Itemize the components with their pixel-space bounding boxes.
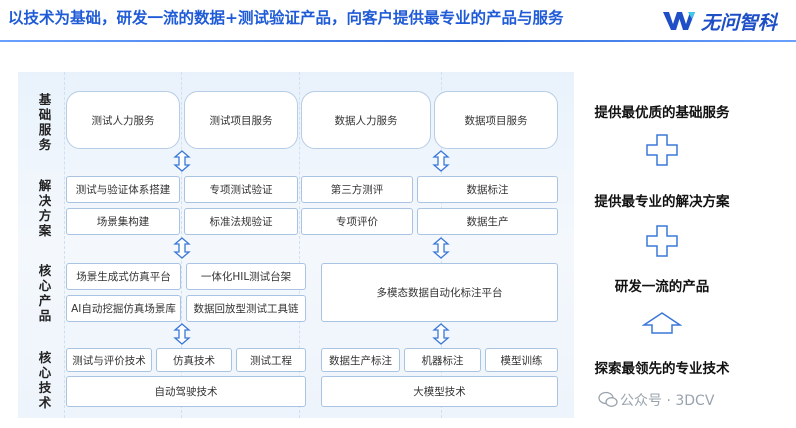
service-box: 测试人力服务 bbox=[66, 91, 180, 149]
solution-box: 场景集构建 bbox=[66, 208, 180, 235]
product-box: 一体化HIL测试台架 bbox=[186, 263, 306, 290]
plus-icon bbox=[646, 225, 678, 257]
solution-box: 标准法规验证 bbox=[184, 208, 298, 235]
solution-box: 测试与验证体系搭建 bbox=[66, 176, 180, 203]
tech-box-main: 自动驾驶技术 bbox=[66, 376, 306, 407]
tech-box-main: 大模型技术 bbox=[321, 376, 558, 407]
row-label-core-products: 核心产品 bbox=[38, 263, 52, 323]
value-statement: 提供最专业的解决方案 bbox=[594, 194, 730, 210]
product-box: 场景生成式仿真平台 bbox=[66, 263, 181, 290]
double-arrow-icon bbox=[432, 323, 450, 345]
row-label-basic-services: 基础服务 bbox=[38, 92, 52, 152]
solution-box: 第三方测评 bbox=[301, 176, 413, 203]
value-statement: 提供最优质的基础服务 bbox=[594, 105, 730, 121]
row-label-core-tech: 核心技术 bbox=[38, 350, 52, 410]
service-box: 数据人力服务 bbox=[301, 91, 431, 149]
page-title: 以技术为基础，研发一流的数据+测试验证产品，向客户提供最专业的产品与服务 bbox=[8, 9, 564, 27]
row-label-solutions: 解决方案 bbox=[38, 178, 52, 238]
solution-box: 数据标注 bbox=[417, 176, 558, 203]
tech-box: 模型训练 bbox=[485, 348, 558, 372]
plus-icon bbox=[646, 134, 678, 166]
service-box: 测试项目服务 bbox=[184, 91, 298, 149]
value-statement: 研发一流的产品 bbox=[614, 279, 710, 295]
double-arrow-icon bbox=[173, 237, 191, 259]
solution-box: 数据生产 bbox=[417, 208, 558, 235]
value-statement: 探索最领先的专业技术 bbox=[594, 361, 730, 377]
logo-icon bbox=[663, 12, 695, 30]
header-divider bbox=[0, 40, 796, 42]
product-box: 数据回放型测试工具链 bbox=[186, 295, 306, 322]
wechat-icon bbox=[598, 391, 618, 407]
tech-box: 仿真技术 bbox=[156, 348, 232, 372]
tech-box: 测试与评价技术 bbox=[66, 348, 152, 372]
panel-divider bbox=[299, 72, 300, 418]
solution-box: 专项测试验证 bbox=[184, 176, 298, 203]
double-arrow-icon bbox=[173, 150, 191, 172]
tech-box: 测试工程 bbox=[236, 348, 306, 372]
watermark: 公众号 · 3DCV bbox=[620, 393, 715, 409]
double-arrow-icon bbox=[432, 150, 450, 172]
tech-box: 数据生产标注 bbox=[321, 348, 400, 372]
double-arrow-icon bbox=[173, 323, 191, 345]
double-arrow-icon bbox=[432, 237, 450, 259]
logo-text: 无问智科 bbox=[701, 12, 778, 34]
up-arrow-icon bbox=[642, 312, 682, 334]
service-box: 数据项目服务 bbox=[434, 91, 558, 149]
product-box: AI自动挖掘仿真场景库 bbox=[66, 295, 181, 322]
solution-box: 专项评价 bbox=[301, 208, 413, 235]
tech-box: 机器标注 bbox=[404, 348, 481, 372]
product-box-main: 多模态数据自动化标注平台 bbox=[321, 263, 558, 322]
panel-divider bbox=[64, 72, 65, 418]
